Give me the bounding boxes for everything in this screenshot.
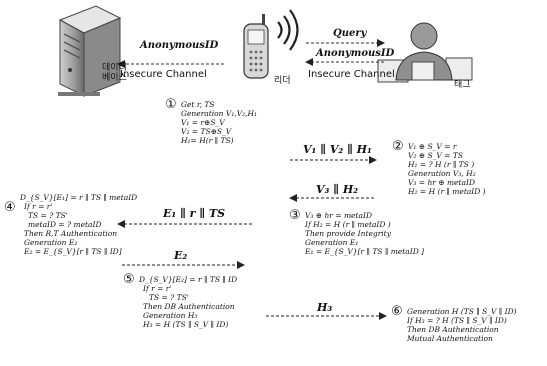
step-2-line: V₂ ⊕ S_V = TS (408, 151, 486, 160)
anonymous-id-label-left: AnonymousID (140, 40, 218, 51)
step-2-line: V₁ ⊕ S_V = r (408, 142, 486, 151)
step-1-block: Get r, TS Generation V₁,V₂,H₁ V₁ = r⊕S_V… (181, 100, 257, 145)
radio-wave-icon (278, 10, 298, 50)
step-6-line: If H₃ = ? H (TS ∥ S_V ∥ ID) (407, 316, 517, 325)
step-1-line: H₁= H(r ∥ TS) (181, 136, 257, 145)
step-6-marker: ⑥ (391, 304, 403, 319)
step-1-line: V₁ = r⊕S_V (181, 118, 257, 127)
message-1-label: V₁ ∥ V₂ ∥ H₁ (303, 143, 372, 156)
database-label: 데이터 베이스 (102, 63, 127, 83)
insecure-channel-label-left: Insecure Channel (120, 69, 207, 80)
step-2-line: H₂ = H (r ∥ metaID ) (408, 187, 486, 196)
step-3-marker: ③ (289, 208, 301, 223)
step-2-line: Generation V₃, H₂ (408, 169, 486, 178)
step-5-line: Generation H₃ (139, 311, 237, 320)
message-2-label: V₃ ∥ H₂ (316, 183, 358, 196)
step-3-line: If H₂ = H (r ∥ metaID ) (305, 220, 424, 229)
step-1-line: Get r, TS (181, 100, 257, 109)
step-6-line: Generation H (TS ∥ S_V ∥ ID) (407, 307, 517, 316)
step-5-marker: ⑤ (123, 272, 135, 287)
step-2-line: V₃ = hr ⊕ metaID (408, 178, 486, 187)
step-4-line: TS = ? TS' (20, 211, 137, 220)
anonymous-id-label-right: AnonymousID (316, 48, 394, 59)
tag-label: 태그 (454, 80, 471, 90)
reader-phone-icon (244, 14, 268, 78)
step-5-line: If r = r' (139, 284, 237, 293)
step-3-line: V₃ ⊕ hr = metaID (305, 211, 424, 220)
step-5-block: D_{S_V}[E₂] = r ∥ TS ∥ ID If r = r' TS =… (139, 275, 237, 329)
step-1-line: V₂ = TS⊕S_V (181, 127, 257, 136)
step-4-line: Then R,T Authentication (20, 229, 137, 238)
step-3-line: E₁ = E_{S_V}[r ∥ TS ∥ metaID ] (305, 247, 424, 256)
step-6-block: Generation H (TS ∥ S_V ∥ ID) If H₃ = ? H… (407, 307, 517, 343)
step-6-line: Mutual Authentication (407, 334, 517, 343)
step-1-line: Generation V₁,V₂,H₁ (181, 109, 257, 118)
step-2-block: V₁ ⊕ S_V = r V₂ ⊕ S_V = TS H₁ = ? H (r ∥… (408, 142, 486, 196)
reader-label: 리더 (274, 76, 291, 86)
query-label: Query (333, 28, 366, 39)
insecure-channel-label-right: Insecure Channel (308, 69, 395, 80)
step-4-marker: ④ (4, 200, 16, 215)
step-3-line: Generation E₁ (305, 238, 424, 247)
step-4-line: Generation E₂ (20, 238, 137, 247)
step-5-line: D_{S_V}[E₂] = r ∥ TS ∥ ID (139, 275, 237, 284)
message-5-label: H₃ (317, 301, 332, 314)
step-6-line: Then DB Authentication (407, 325, 517, 334)
step-2-marker: ② (392, 139, 404, 154)
step-5-line: TS = ? TS' (139, 293, 237, 302)
step-4-block: D_{S_V}[E₁] = r ∥ TS ∥ metaID If r = r' … (20, 193, 137, 256)
step-2-line: H₁ = ? H (r ∥ TS ) (408, 160, 486, 169)
step-4-line: E₂ = E_{S_V}[r ∥ TS ∥ ID] (20, 247, 137, 256)
step-1-marker: ① (165, 97, 177, 112)
step-3-line: Then provide Integrity (305, 229, 424, 238)
message-3-label: E₁ ∥ r ∥ TS (163, 207, 225, 220)
step-4-line: D_{S_V}[E₁] = r ∥ TS ∥ metaID (20, 193, 137, 202)
step-4-line: If r = r' (20, 202, 137, 211)
step-3-block: V₃ ⊕ hr = metaID If H₂ = H (r ∥ metaID )… (305, 211, 424, 256)
message-4-label: E₂ (174, 249, 187, 262)
step-4-line: metaID = ? metaID (20, 220, 137, 229)
step-5-line: H₃ = H (TS ∥ S_V ∥ ID) (139, 320, 237, 329)
step-5-line: Then DB Authentication (139, 302, 237, 311)
